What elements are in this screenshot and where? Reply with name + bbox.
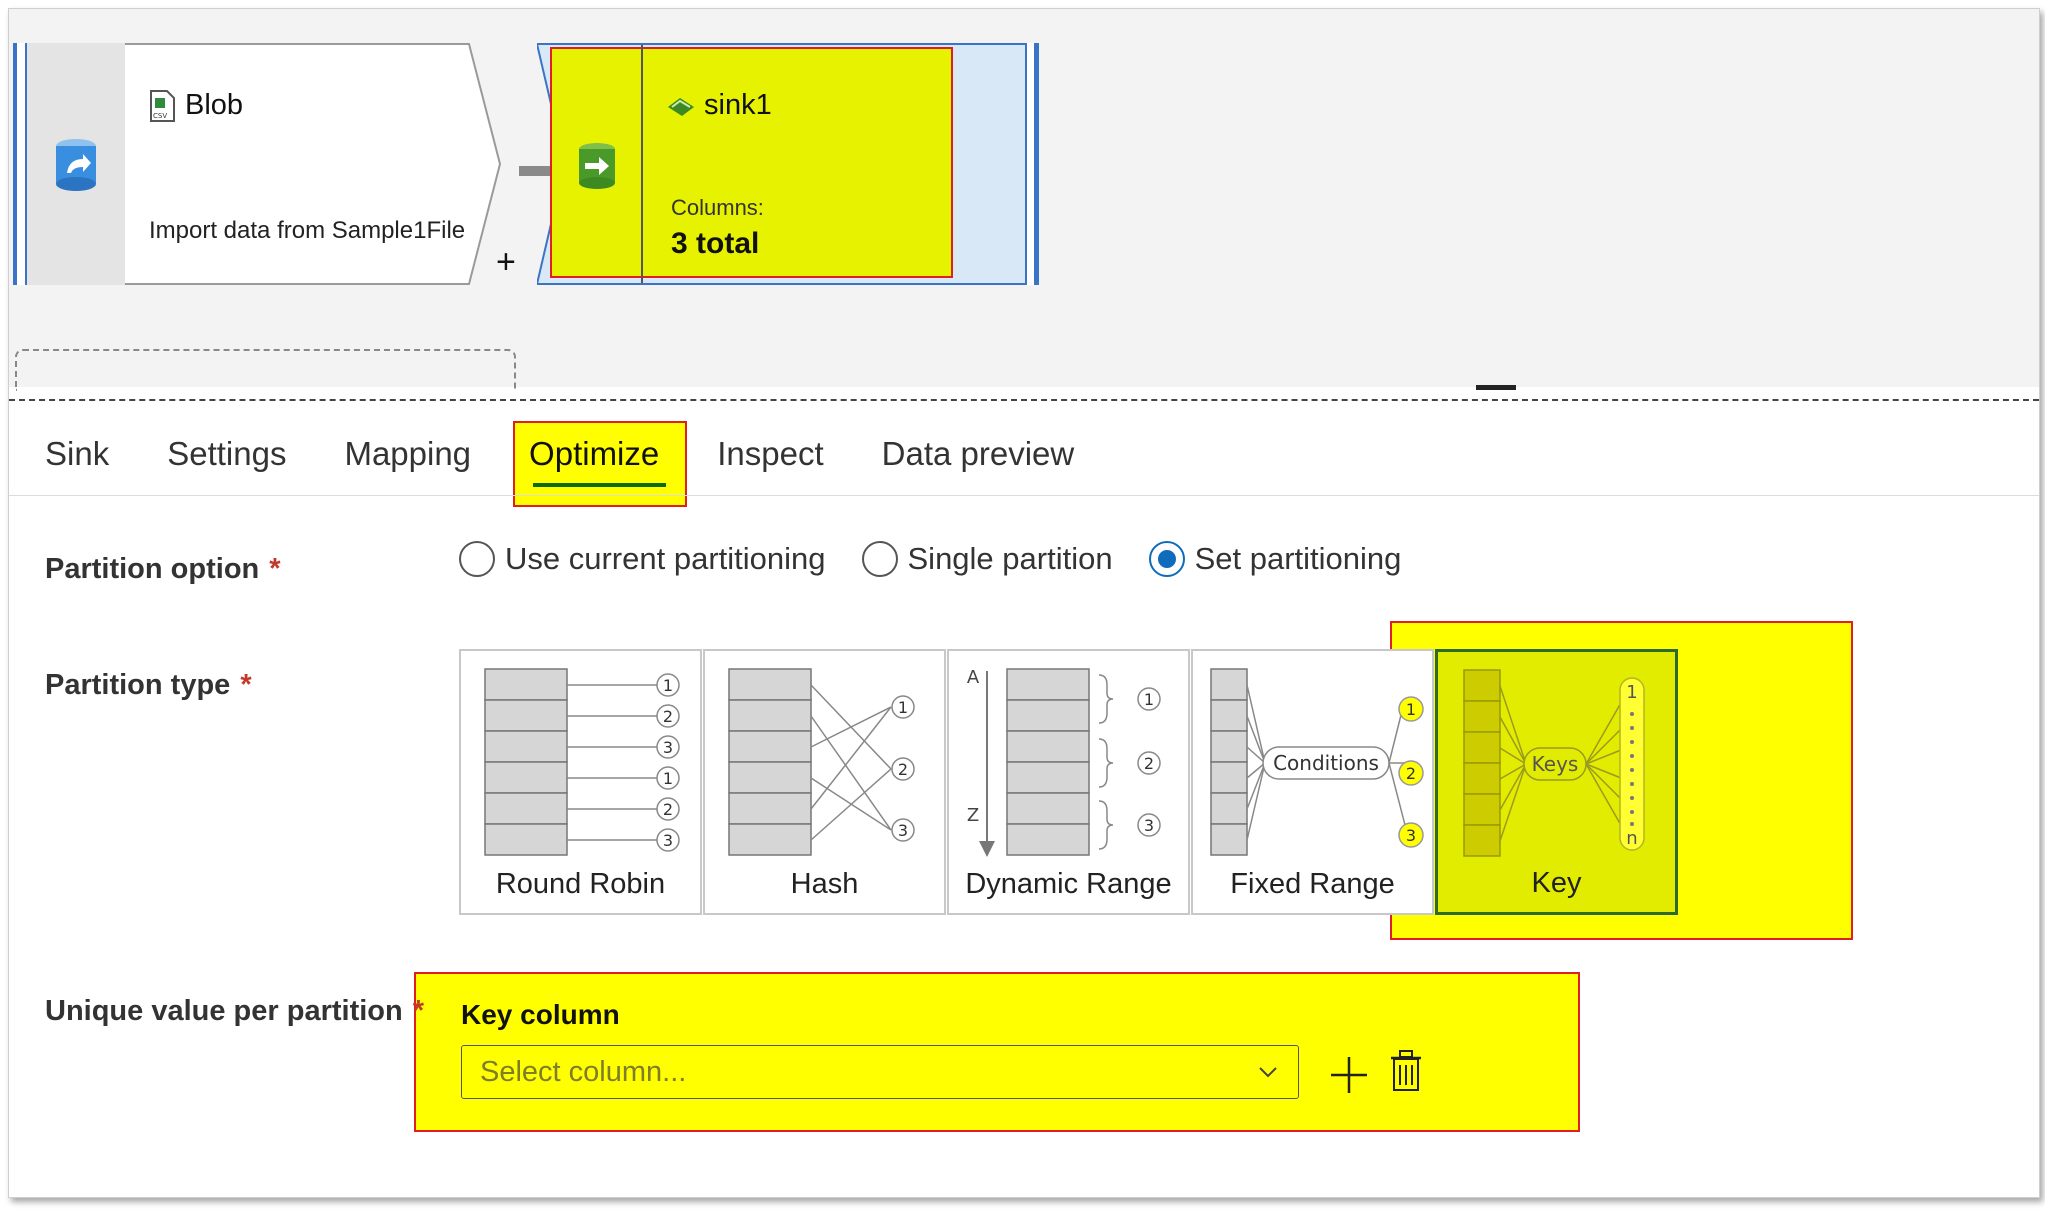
partition-type-key[interactable]: Keys 1 n Key [1435, 649, 1678, 915]
dyn-num: 2 [1144, 754, 1154, 773]
select-placeholder: Select column... [480, 1056, 687, 1088]
tab-bar: Sink Settings Mapping Optimize Inspect D… [45, 429, 1132, 479]
partition-type-text: Partition type [45, 669, 231, 701]
tab-settings[interactable]: Settings [167, 435, 287, 472]
partition-type-caption: Dynamic Range [965, 868, 1172, 900]
rr-num: 1 [663, 676, 673, 695]
active-tab-indicator [533, 483, 666, 487]
dyn-num: 1 [1144, 690, 1154, 709]
hash-num: 3 [898, 821, 908, 840]
partition-option-label: Partition option * [45, 553, 281, 586]
tab-optimize[interactable]: Optimize [529, 435, 660, 472]
partition-type-round-robin[interactable]: 1 2 3 1 2 3 Round Robin [459, 649, 702, 915]
conditions-label: Conditions [1273, 751, 1379, 775]
round-robin-diagram: 1 2 3 1 2 3 [484, 668, 680, 856]
key-column-highlight [414, 972, 1580, 1132]
partition-option-radios: Use current partitioning Single partitio… [459, 541, 1437, 577]
sink-columns-value: 3 total [671, 227, 760, 260]
sink-node-edge [1025, 43, 1039, 285]
radio-label: Use current partitioning [505, 541, 826, 576]
sink-icon [579, 143, 615, 189]
tab-sink[interactable]: Sink [45, 435, 110, 472]
partition-type-fixed-range[interactable]: Conditions Fixed Range [1191, 649, 1434, 915]
tab-divider [9, 495, 2039, 496]
fixed-num: 3 [1406, 826, 1416, 845]
partition-type-caption: Hash [790, 868, 859, 900]
radio-circle[interactable] [861, 541, 898, 577]
fixed-range-diagram: Conditions [1210, 668, 1406, 856]
axis-bottom-label: Z [967, 805, 979, 826]
partition-type-label: Partition type * [45, 669, 252, 702]
panel-resize-handle[interactable] [1476, 385, 1516, 390]
rr-num: 3 [663, 738, 673, 757]
rr-num: 2 [663, 800, 673, 819]
csv-file-icon: CSV [150, 89, 175, 122]
tab-highlight [513, 421, 687, 507]
fixed-range-outputs: 1 2 3 [1398, 696, 1424, 848]
required-marker: * [269, 553, 281, 585]
axis-top-label: A [967, 667, 980, 688]
radio-circle[interactable] [459, 541, 495, 577]
sink-highlight [550, 47, 953, 278]
key-column-label: Key column [461, 999, 620, 1030]
canvas-placeholder-box [15, 349, 516, 391]
tab-inspect[interactable]: Inspect [717, 435, 824, 472]
partition-type-caption: Fixed Range [1230, 868, 1395, 900]
sink-node[interactable]: sink1 Columns: 3 total [537, 43, 1039, 285]
blob-node-title: Blob [185, 89, 244, 121]
partition-type-dynamic-range[interactable]: A Z 1 [947, 649, 1190, 915]
partition-option-text: Partition option [45, 553, 260, 585]
add-transform-button[interactable]: + [496, 243, 516, 281]
window-frame: CSV Blob Import data from Sample1File + … [8, 8, 2040, 1198]
add-icon[interactable] [1329, 1055, 1369, 1095]
radio-circle-selected[interactable] [1148, 541, 1185, 577]
blob-node-edge [13, 43, 27, 285]
partition-type-picker: 1 2 3 1 2 3 Round Robin [459, 649, 1679, 915]
radio-use-current-partitioning[interactable]: Use current partitioning [459, 541, 826, 577]
key-bottom-label: n [1626, 828, 1637, 849]
key-top-label: 1 [1626, 682, 1637, 703]
node-connector [519, 166, 565, 176]
unique-value-text: Unique value per partition [45, 995, 403, 1027]
hash-num: 2 [898, 760, 908, 779]
partition-type-caption: Round Robin [495, 868, 666, 900]
rr-num: 3 [663, 831, 673, 850]
partition-type-caption: Key [1531, 867, 1582, 899]
rr-num: 1 [663, 769, 673, 788]
partition-type-hash[interactable]: 1 2 3 Hash [703, 649, 946, 915]
unique-value-label: Unique value per partition * [45, 995, 424, 1028]
svg-text:CSV: CSV [153, 112, 167, 120]
chevron-down-icon [1259, 1067, 1277, 1078]
blob-storage-icon [56, 139, 96, 191]
blob-icon-cell [27, 43, 125, 285]
radio-set-partitioning[interactable]: Set partitioning [1148, 541, 1402, 577]
hash-num: 1 [898, 698, 908, 717]
keys-label: Keys [1532, 752, 1579, 776]
required-marker: * [412, 995, 425, 1027]
radio-label: Set partitioning [1194, 541, 1402, 576]
sink-dataset-icon [668, 97, 694, 116]
trash-icon[interactable] [1389, 1049, 1423, 1093]
dyn-num: 3 [1144, 816, 1154, 835]
blob-node-description: Import data from Sample1File [149, 217, 466, 244]
fixed-num: 2 [1406, 764, 1416, 783]
rr-num: 2 [663, 707, 673, 726]
fixed-num: 1 [1406, 700, 1416, 719]
radio-single-partition[interactable]: Single partition [861, 541, 1113, 577]
hash-diagram: 1 2 3 [728, 668, 915, 856]
sink-node-title: sink1 [704, 89, 772, 121]
sink-divider [641, 45, 643, 283]
tab-data-preview[interactable]: Data preview [881, 435, 1075, 472]
key-column-select[interactable]: Select column... [461, 1045, 1299, 1099]
required-marker: * [240, 669, 252, 701]
blob-source-node[interactable]: CSV Blob Import data from Sample1File [13, 43, 513, 285]
panel-separator [9, 399, 2039, 401]
sink-columns-label: Columns: [671, 195, 764, 220]
radio-label: Single partition [907, 541, 1113, 576]
tab-mapping[interactable]: Mapping [344, 435, 472, 472]
key-diagram: Keys 1 n [1463, 669, 1645, 857]
dynamic-range-diagram: A Z 1 [967, 667, 1161, 857]
